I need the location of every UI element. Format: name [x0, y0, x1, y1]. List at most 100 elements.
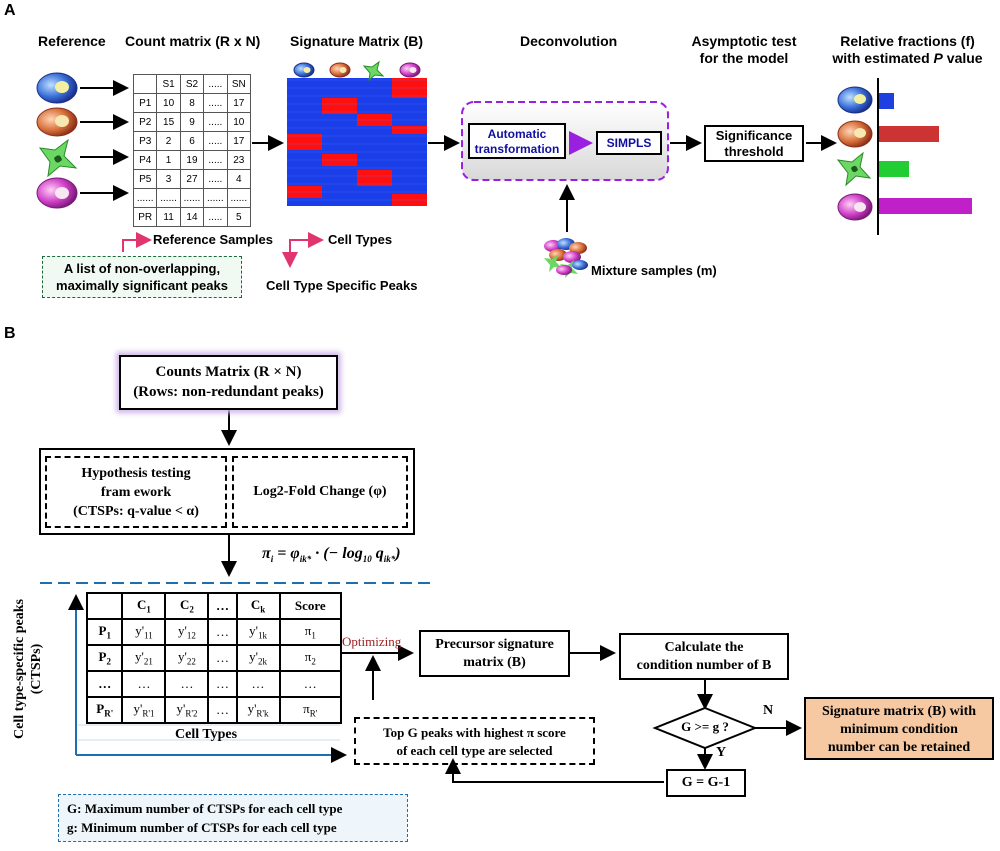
g-legend-box: G: Maximum number of CTSPs for each cell…: [58, 794, 408, 842]
ctsp-cell: πR': [278, 696, 343, 724]
count-table-cell: P5: [132, 169, 158, 189]
heatmap-cell-blue-icon: [293, 62, 315, 78]
hypothesis-container: [39, 448, 415, 535]
pi-formula-text: πi = φik* · (− log10 qik*): [262, 545, 401, 565]
count-table-cell: .....: [203, 207, 228, 227]
signature-heatmap: [287, 78, 427, 206]
ctsp-cell: Ck: [235, 592, 281, 620]
ctsp-cell: …: [207, 696, 238, 724]
ctsp-cell: y'1k: [235, 618, 281, 646]
arrow-cell-types: [289, 232, 324, 252]
automatic-transformation-box: Automatic transformation: [468, 123, 566, 159]
n-label: N: [763, 703, 774, 718]
fraction-bar: [879, 161, 909, 177]
ctsp-cell: y'R'k: [235, 696, 281, 724]
simpls-box: SIMPLS: [596, 131, 662, 155]
counts-matrix-box: Counts Matrix (R × N) (Rows: non-redunda…: [119, 355, 338, 410]
count-table-cell: 9: [179, 112, 205, 132]
count-table-cell: .....: [203, 169, 228, 189]
ctsp-cell: π2: [278, 644, 343, 672]
ctsp-cell: …: [278, 670, 343, 698]
cell-types-label: Cell Types: [328, 232, 393, 247]
mixture-samples-label: Mixture samples (m): [591, 263, 717, 278]
heatmap-red-block: [357, 170, 392, 186]
count-table-cell: ......: [179, 188, 205, 208]
significance-line1: Significance: [715, 128, 793, 143]
panel-b-label: B: [4, 325, 16, 342]
cell-type-specific-peaks-label: Cell Type Specific Peaks: [266, 278, 418, 293]
panel-a-label: A: [4, 2, 16, 19]
y-axis-label: Cell type-specific peaks (CTSPs): [11, 569, 45, 769]
grid-lines: [78, 724, 340, 741]
y-axis-line1: Cell type-specific peaks: [12, 599, 27, 739]
count-table-cell: .....: [203, 112, 228, 132]
ctsp-cell: …: [207, 644, 238, 672]
topg-line2: of each cell type are selected: [396, 743, 553, 758]
ctsp-cell: P2: [85, 644, 124, 672]
x-axis-label: Cell Types: [175, 727, 238, 742]
count-table-cell: P1: [132, 93, 158, 113]
count-table-cell: .....: [203, 93, 228, 113]
count-table-cell: ......: [132, 188, 158, 208]
ctsp-cell: PR': [85, 696, 124, 724]
count-table-cell: 10: [226, 112, 252, 132]
pi-formula: πi = φik* · (− log10 qik*): [262, 545, 401, 564]
ctsp-cell: y'11: [121, 618, 167, 646]
ctsp-cell: y'2k: [235, 644, 281, 672]
ctsp-cell: y'R'1: [121, 696, 167, 724]
heatmap-cell-red-icon: [329, 62, 351, 78]
fraction-bar: [879, 93, 894, 109]
ctsp-cell: y'21: [121, 644, 167, 672]
counts-line2: (Rows: non-redundant peaks): [133, 384, 324, 400]
signature-matrix-header: Signature Matrix (B): [290, 33, 424, 49]
reference-cell-magenta-icon: [36, 177, 78, 209]
count-table-cell: PR: [132, 207, 158, 227]
count-table-cell: 5: [226, 207, 252, 227]
ctsp-cell: …: [207, 592, 238, 620]
fraction-bar: [879, 198, 972, 214]
count-table-cell: .....: [203, 150, 228, 170]
ctsp-cell: π1: [278, 618, 343, 646]
ctsp-cell: …: [207, 618, 238, 646]
heatmap-red-block: [392, 194, 427, 206]
count-table-cell: 11: [156, 207, 181, 227]
ctsp-cell: [85, 592, 124, 620]
reference-cell-green-icon: [38, 138, 78, 178]
count-table-cell: 19: [179, 150, 205, 170]
count-matrix-header: Count matrix (R x N): [125, 33, 261, 49]
fraction-bars: [879, 93, 972, 214]
optimizing-label: Optimizing: [342, 634, 402, 649]
ctsp-cell: Score: [278, 592, 343, 620]
automatic-line2: transformation: [474, 142, 560, 156]
precursor-line2: matrix (B): [463, 655, 526, 670]
count-table-cell: S2: [179, 74, 205, 94]
arrow-loop-back: [445, 758, 664, 783]
count-table-cell: ......: [203, 188, 228, 208]
count-table-cell: ......: [156, 188, 181, 208]
calc-line1: Calculate the: [664, 640, 744, 655]
peaks-line2: maximally significant peaks: [56, 278, 228, 293]
heatmap-cell-green-icon: [362, 60, 385, 82]
fraction-cell-green-icon: [836, 151, 872, 187]
heatmap-red-block: [287, 186, 322, 198]
ctsp-cell: …: [235, 670, 281, 698]
count-table-cell: 3: [156, 169, 181, 189]
calc-condition-box: Calculate the condition number of B: [619, 633, 789, 680]
arrow-reference-samples: [122, 232, 152, 252]
legend-line2: g: Minimum number of CTSPs for each cell…: [67, 820, 337, 835]
fractions-suffix: value: [946, 50, 983, 66]
heatmap-red-block: [322, 154, 357, 166]
reference-cell-red-icon: [36, 107, 78, 137]
asymptotic-line1: Asymptotic test: [691, 33, 797, 49]
hypothesis-box: Hypothesis testing fram ework (CTSPs: q-…: [45, 456, 227, 528]
peaks-line1: A list of non-overlapping,: [63, 261, 221, 276]
